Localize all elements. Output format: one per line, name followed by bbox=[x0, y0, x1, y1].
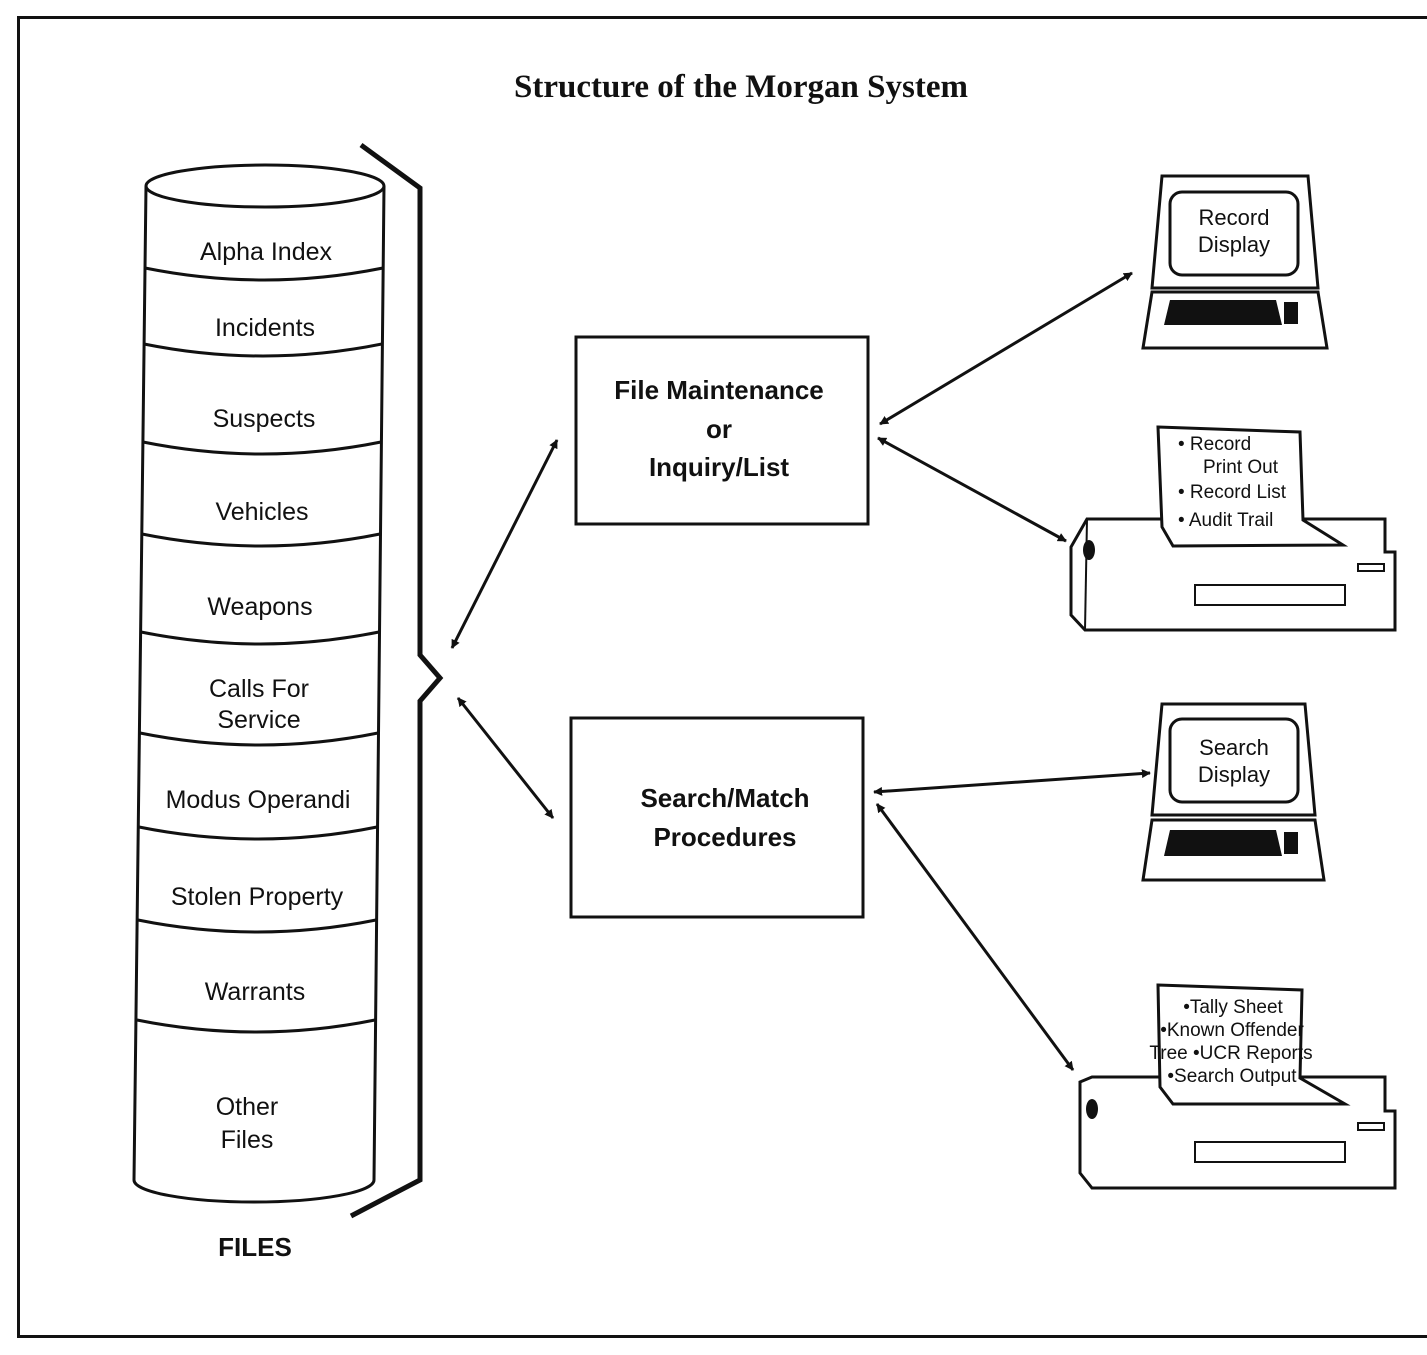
file-maintenance-box bbox=[574, 335, 870, 526]
search-match-box bbox=[569, 716, 865, 919]
file-segment-other-files: Other bbox=[216, 1093, 279, 1121]
search-display-label-line1: Search bbox=[1199, 735, 1269, 760]
file-segment-incidents: Incidents bbox=[215, 314, 315, 342]
record-printer-item-2: Print Out bbox=[1203, 457, 1279, 478]
file-segment-warrants: Warrants bbox=[205, 978, 305, 1006]
file-segment-weapons: Weapons bbox=[207, 593, 312, 621]
record-display-terminal-icon bbox=[1141, 174, 1329, 350]
diagram-title: Structure of the Morgan System bbox=[514, 69, 968, 105]
arrow-search-match-to-search-printer bbox=[875, 803, 1075, 1071]
file-maintenance-label-line3: Inquiry/List bbox=[649, 452, 789, 482]
arrow-files-to-search-match bbox=[456, 697, 555, 819]
search-printer-item-4: •Search Output bbox=[1167, 1066, 1297, 1087]
files-caption: FILES bbox=[218, 1232, 292, 1262]
file-maintenance-label-line2: or bbox=[706, 414, 732, 444]
file-segment-calls-for-service-line2: Service bbox=[217, 706, 300, 734]
arrow-file-maintenance-to-record-printer bbox=[877, 436, 1067, 543]
record-display-label-line1: Record bbox=[1199, 205, 1270, 230]
search-display-terminal-icon bbox=[1141, 702, 1326, 882]
search-printer-item-2: •Known Offender bbox=[1160, 1020, 1304, 1041]
files-cylinder bbox=[132, 163, 386, 1204]
search-printer-icon bbox=[1078, 983, 1397, 1190]
file-segment-modus-operandi: Modus Operandi bbox=[166, 786, 351, 814]
search-printer-item-1: •Tally Sheet bbox=[1183, 997, 1283, 1018]
arrow-files-to-file-maintenance bbox=[450, 439, 559, 649]
file-maintenance-label-line1: File Maintenance bbox=[614, 375, 824, 405]
files-brace bbox=[349, 142, 444, 1219]
record-printer-item-3: • Record List bbox=[1178, 482, 1287, 503]
figure-frame bbox=[17, 16, 1427, 1338]
record-printer-icon bbox=[1069, 425, 1397, 632]
search-match-label-line1: Search/Match bbox=[640, 783, 809, 813]
arrow-search-match-to-search-display bbox=[873, 769, 1151, 796]
file-segment-calls-for-service-line1: Calls For bbox=[209, 675, 309, 703]
search-match-label-line2: Procedures bbox=[653, 822, 796, 852]
record-printer-item-4: • Audit Trail bbox=[1178, 510, 1273, 531]
record-printer-item-1: • Record bbox=[1178, 434, 1251, 455]
file-segment-other-files-line2: Files bbox=[221, 1126, 274, 1154]
search-printer-item-3: Tree •UCR Reports bbox=[1149, 1043, 1312, 1064]
record-display-label-line2: Display bbox=[1198, 232, 1270, 257]
file-segment-alpha-index: Alpha Index bbox=[200, 238, 333, 266]
file-segment-suspects: Suspects bbox=[213, 405, 316, 433]
search-display-label-line2: Display bbox=[1198, 762, 1270, 787]
file-segment-stolen-property: Stolen Property bbox=[171, 883, 344, 911]
arrow-file-maintenance-to-record-display bbox=[879, 271, 1133, 426]
file-segment-vehicles: Vehicles bbox=[215, 498, 308, 526]
